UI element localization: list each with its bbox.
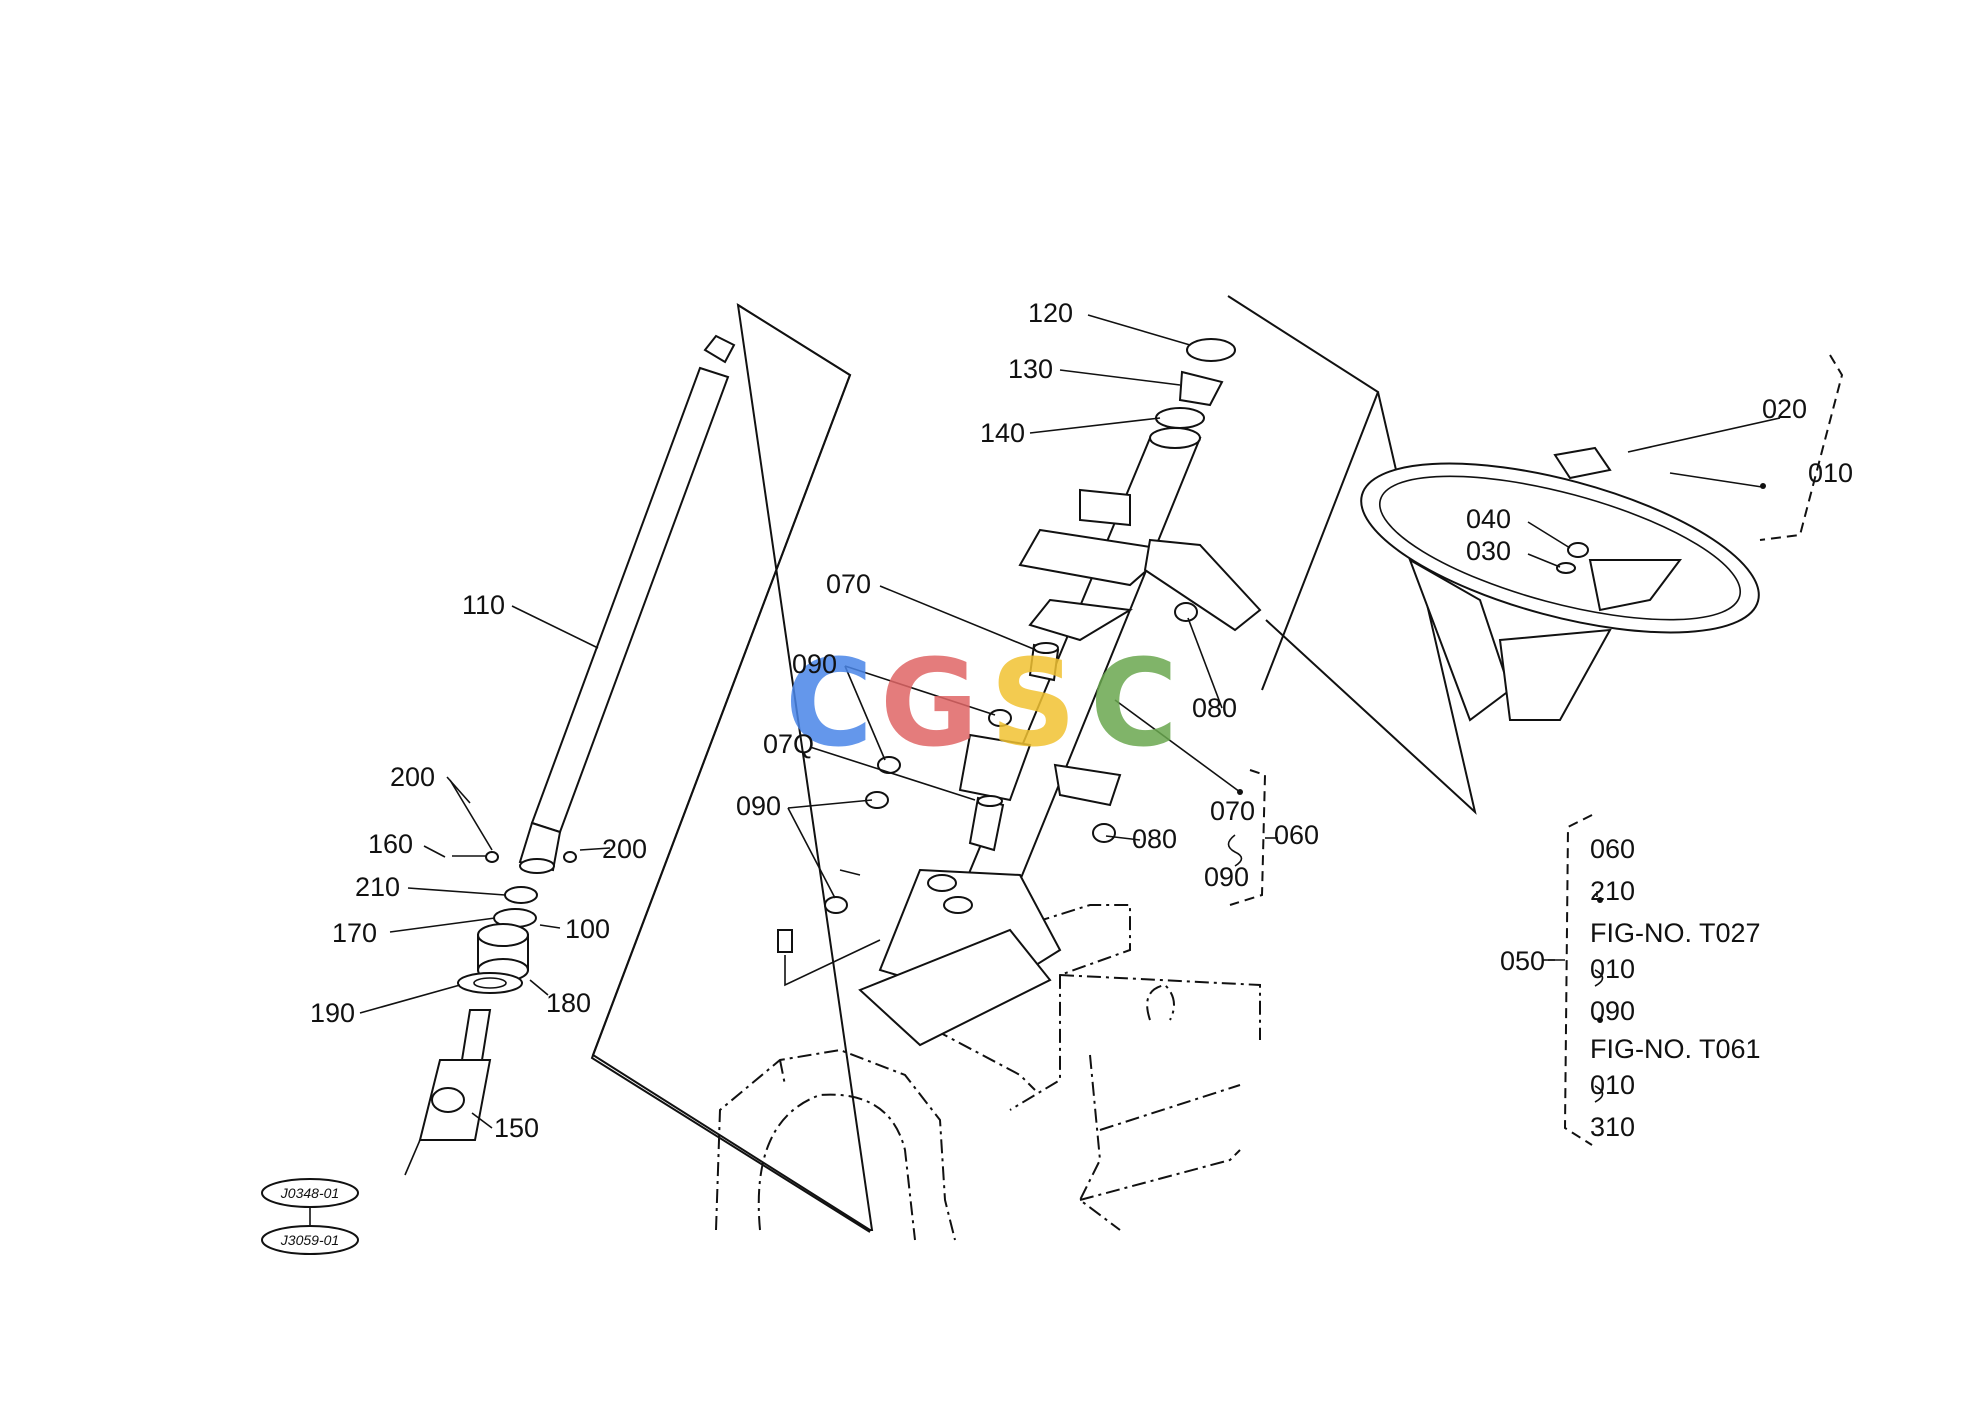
label-190: 190 xyxy=(310,998,355,1028)
label-090-c: 090 xyxy=(1204,862,1249,892)
legend-050: 050 060 210 FIG-NO. T027 010 090 FIG-NO.… xyxy=(1500,834,1761,1142)
label-200-a: 200 xyxy=(390,762,435,792)
chassis-outline xyxy=(715,904,1261,1241)
ref-code-1: J0348-01 xyxy=(280,1185,339,1201)
label-090-a: 090 xyxy=(792,649,837,679)
assembly-planes xyxy=(590,295,1477,1233)
label-040: 040 xyxy=(1466,504,1511,534)
label-130: 130 xyxy=(1008,354,1053,384)
label-180: 180 xyxy=(546,988,591,1018)
legend-row-1: 060 xyxy=(1590,834,1635,864)
group-010-bracket xyxy=(1759,354,1844,541)
legend-050-label: 050 xyxy=(1500,946,1545,976)
watermark-letter-c1: C xyxy=(785,635,873,774)
legend-050-bracket xyxy=(1548,814,1604,1146)
lower-shaft-parts xyxy=(404,851,577,1176)
legend-row-8: 310 xyxy=(1590,1112,1635,1142)
watermark-letter-c2: C xyxy=(1090,635,1178,774)
bushings-and-collars xyxy=(824,602,1198,914)
legend-row-3: FIG-NO. T027 xyxy=(1590,918,1761,948)
label-120: 120 xyxy=(1028,298,1073,328)
label-070-a: 070 xyxy=(826,569,871,599)
label-170: 170 xyxy=(332,918,377,948)
label-010: 010 xyxy=(1808,458,1853,488)
label-150: 150 xyxy=(494,1113,539,1143)
part-labels: 120 130 140 110 070 090 07Q 090 080 080 … xyxy=(310,298,1853,1143)
label-140: 140 xyxy=(980,418,1025,448)
label-100: 100 xyxy=(565,914,610,944)
legend-row-6: FIG-NO. T061 xyxy=(1590,1034,1761,1064)
label-080-a: 080 xyxy=(1192,693,1237,723)
label-210: 210 xyxy=(355,872,400,902)
label-110: 110 xyxy=(462,590,505,620)
label-030: 030 xyxy=(1466,536,1511,566)
steering-wheel xyxy=(1360,446,1766,722)
cgsc-watermark: C G S C xyxy=(785,635,1178,774)
label-200-b: 200 xyxy=(602,834,647,864)
label-060: 060 xyxy=(1274,820,1319,850)
label-160: 160 xyxy=(368,829,413,859)
watermark-letter-s: S xyxy=(990,635,1076,774)
reference-codes: J0348-01 J3059-01 xyxy=(261,1178,359,1255)
group-060-bracket xyxy=(1227,769,1278,906)
legend-row-2: 210 xyxy=(1590,876,1635,906)
label-070-b: 07Q xyxy=(763,729,814,759)
legend-row-4: 010 xyxy=(1590,954,1635,984)
steering-column xyxy=(777,338,1262,1047)
label-090-b: 090 xyxy=(736,791,781,821)
watermark-letter-g: G xyxy=(880,635,979,774)
label-080-b: 080 xyxy=(1132,824,1177,854)
label-070-c: 070 xyxy=(1210,796,1255,826)
legend-row-5: 090 xyxy=(1590,996,1635,1026)
legend-row-7: 010 xyxy=(1590,1070,1635,1100)
steering-shaft-110 xyxy=(518,334,736,874)
ref-code-2: J3059-01 xyxy=(280,1232,339,1248)
label-020: 020 xyxy=(1762,394,1807,424)
